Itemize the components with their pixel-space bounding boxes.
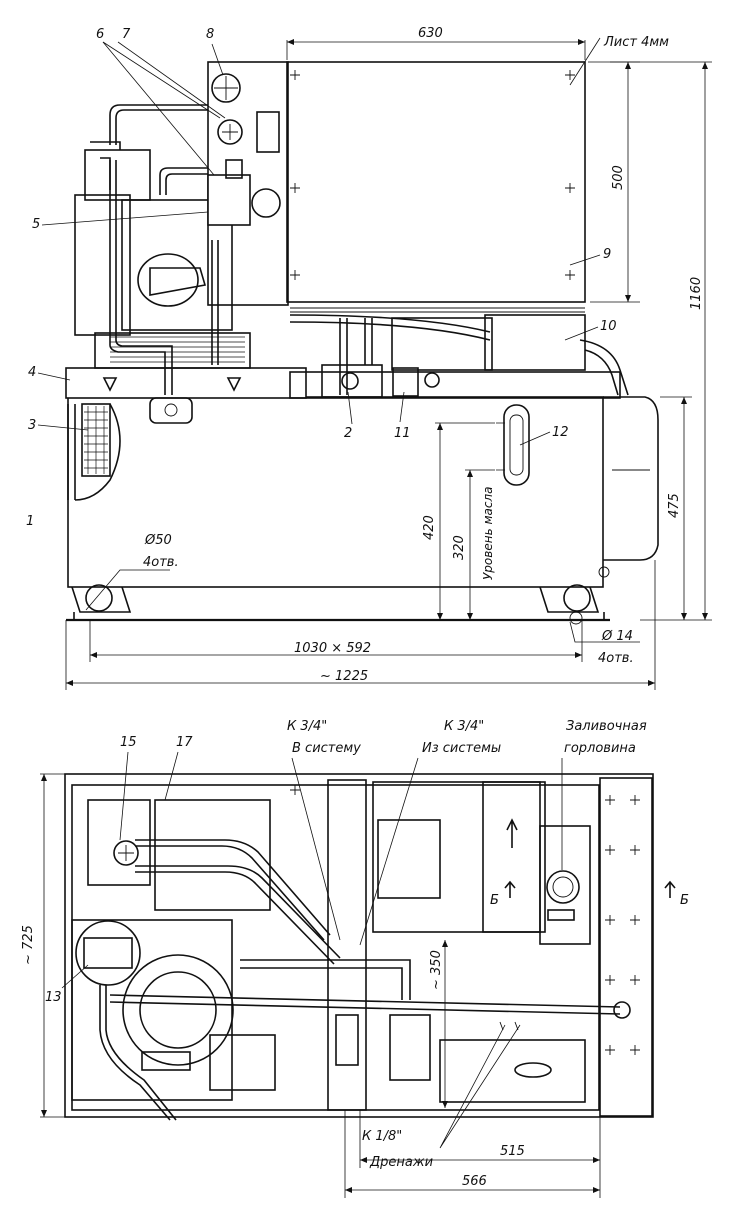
dim-515: 515 xyxy=(500,1144,525,1159)
dim-725: ~ 725 xyxy=(21,925,36,965)
callout-12: 12 xyxy=(552,425,569,440)
dim-320: 320 xyxy=(452,535,467,560)
frame-outline xyxy=(64,773,654,1118)
callout-11: 11 xyxy=(394,426,411,441)
callout-10: 10 xyxy=(600,319,617,334)
drain-size: К 1/8" xyxy=(362,1129,402,1144)
tank-feet xyxy=(71,586,600,613)
suction-filter xyxy=(81,403,111,477)
electric-motor xyxy=(74,194,131,336)
tank-13 xyxy=(75,920,141,986)
dim-500: 500 xyxy=(611,165,626,190)
check-valve xyxy=(321,364,383,398)
pump-block xyxy=(372,781,546,933)
callout-7: 7 xyxy=(122,27,131,42)
dim-566: 566 xyxy=(462,1174,487,1189)
from-system-label: Из системы xyxy=(422,741,501,756)
callout-15: 15 xyxy=(120,735,137,750)
dim-475: 475 xyxy=(667,493,682,518)
dim-d50-holes: 4отв. xyxy=(143,555,179,570)
callout-5: 5 xyxy=(32,217,40,232)
relief-valve xyxy=(207,174,251,226)
sheet-panel xyxy=(286,61,586,303)
pressure-gauge xyxy=(211,73,241,103)
pipeline xyxy=(109,104,208,145)
callout-3: 3 xyxy=(28,418,36,433)
dim-d14-holes: 4отв. xyxy=(598,651,634,666)
to-system-label: В систему xyxy=(292,741,361,756)
callout-9: 9 xyxy=(603,247,611,262)
valve-15 xyxy=(113,840,139,866)
callout-1: 1 xyxy=(26,514,34,529)
bottom-view xyxy=(40,751,676,1198)
dim-d50: Ø50 xyxy=(144,533,172,548)
callout-2: 2 xyxy=(344,426,352,441)
dim-1030x592: 1030 × 592 xyxy=(294,641,371,656)
section-mark-right: Б xyxy=(680,893,689,908)
from-system-size: К 3/4" xyxy=(444,719,484,734)
dim-420: 420 xyxy=(422,515,437,540)
oil-sight-glass xyxy=(503,404,530,486)
control-block xyxy=(154,799,271,911)
section-mark-left: Б xyxy=(490,893,499,908)
sheet-note: Лист 4мм xyxy=(603,35,669,50)
foot-bolt-left xyxy=(85,584,113,612)
filler-label-1: Заливочная xyxy=(566,719,647,734)
tank-lid xyxy=(65,367,307,399)
pump-motor xyxy=(484,314,586,371)
filler-label-2: горловина xyxy=(564,741,636,756)
dim-1225: ~ 1225 xyxy=(320,669,368,684)
filler-cap xyxy=(546,870,580,904)
dim-350: ~ 350 xyxy=(429,950,444,990)
callout-17: 17 xyxy=(176,735,193,750)
oil-level-note: Уровень масла xyxy=(481,487,495,581)
drain-label: Дренажи xyxy=(369,1155,433,1170)
callout-8: 8 xyxy=(206,27,214,42)
motor-plan xyxy=(122,954,234,1066)
dim-630: 630 xyxy=(418,26,443,41)
callout-6: 6 xyxy=(96,27,104,42)
to-system-size: К 3/4" xyxy=(287,719,327,734)
top-view xyxy=(65,39,712,690)
callout-4: 4 xyxy=(28,365,36,380)
dim-d14: Ø 14 xyxy=(601,629,633,644)
dim-1160: 1160 xyxy=(689,277,704,310)
callout-13: 13 xyxy=(45,990,62,1005)
